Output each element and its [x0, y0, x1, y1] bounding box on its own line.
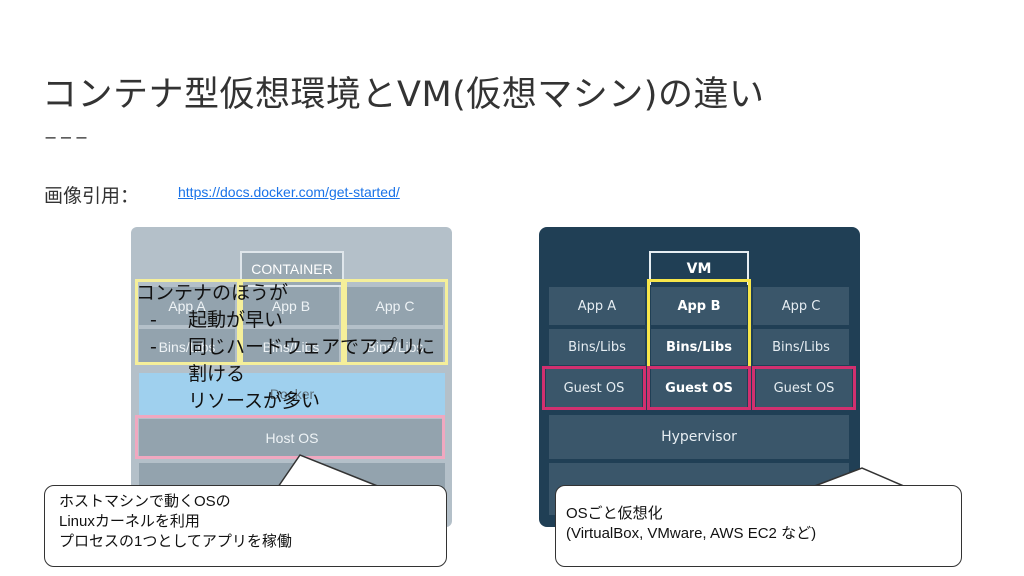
container-app-a: App A — [139, 287, 235, 325]
vm-guest-os-a-highlight — [542, 366, 646, 410]
advantage-bullet — [136, 388, 188, 415]
source-label: 画像引用： — [44, 185, 140, 207]
advantages-heading: コンテナのほうが — [136, 282, 289, 304]
callout-line: OSごと仮想化 — [566, 505, 663, 522]
vm-bins-c: Bins/Libs — [753, 329, 849, 365]
container-bins-b: Bins/Libs — [243, 329, 339, 365]
advantage-bullet: - — [150, 309, 157, 331]
advantage-item: リソースが多い — [136, 388, 456, 415]
container-app-c-highlight — [344, 279, 448, 365]
title-underline-dash: −−− — [44, 128, 91, 147]
container-app-a-highlight — [135, 279, 240, 365]
container-app-b-highlight — [240, 279, 344, 365]
vm-guest-os-b: Guest OS — [651, 369, 747, 407]
vm-app-c: App C — [753, 287, 849, 325]
callout-line: プロセスの1つとしてアプリを稼働 — [59, 533, 292, 550]
host-os-callout: ホストマシンで動くOSの Linuxカーネルを利用 プロセスの1つとしてアプリを… — [44, 485, 447, 567]
vm-app-b-highlight — [647, 279, 751, 369]
container-bins-c: Bins/Libs — [347, 329, 443, 365]
vm-app-a: App A — [549, 287, 645, 325]
callout-line: ホストマシンで動くOSの — [59, 493, 231, 510]
callout-line: Linuxカーネルを利用 — [59, 513, 200, 530]
vm-diagram: VM App A App B App C Bins/Libs Bins/Libs… — [539, 227, 860, 527]
guest-os-callout: OSごと仮想化 (VirtualBox, VMware, AWS EC2 など) — [555, 485, 962, 567]
container-host-os-layer: Host OS — [139, 419, 445, 457]
advantage-text: リソースが多い — [188, 390, 321, 412]
callout-line: (VirtualBox, VMware, AWS EC2 など) — [566, 525, 817, 542]
advantage-bullet: - — [150, 336, 157, 358]
slide-title: コンテナ型仮想環境とVM(仮想マシン)の違い — [42, 75, 765, 115]
advantage-item: - 起動が早い — [136, 307, 456, 334]
source-link[interactable]: https://docs.docker.com/get-started/ — [178, 184, 400, 200]
vm-guest-os-c-highlight — [752, 366, 856, 410]
advantage-item: - 同じハードウェアでアプリに割ける — [136, 334, 456, 388]
vm-guest-os-b-highlight — [647, 366, 751, 410]
advantage-text: 同じハードウェアでアプリに割ける — [188, 336, 436, 385]
container-advantages-note: コンテナのほうが - 起動が早い - 同じハードウェアでアプリに割ける リソース… — [136, 280, 456, 415]
vm-app-b: App B — [651, 287, 747, 325]
advantage-text: 起動が早い — [188, 309, 284, 331]
container-app-c: App C — [347, 287, 443, 325]
container-app-b: App B — [243, 287, 339, 325]
container-bins-a: Bins/Libs — [139, 329, 235, 365]
container-host-os-highlight — [135, 415, 445, 459]
vm-bins-b: Bins/Libs — [651, 329, 747, 365]
vm-guest-os-a: Guest OS — [546, 369, 642, 407]
vm-bins-a: Bins/Libs — [549, 329, 645, 365]
vm-guest-os-c: Guest OS — [756, 369, 852, 407]
vm-hypervisor-layer: Hypervisor — [549, 415, 849, 459]
container-docker-layer: Docker — [139, 373, 445, 415]
